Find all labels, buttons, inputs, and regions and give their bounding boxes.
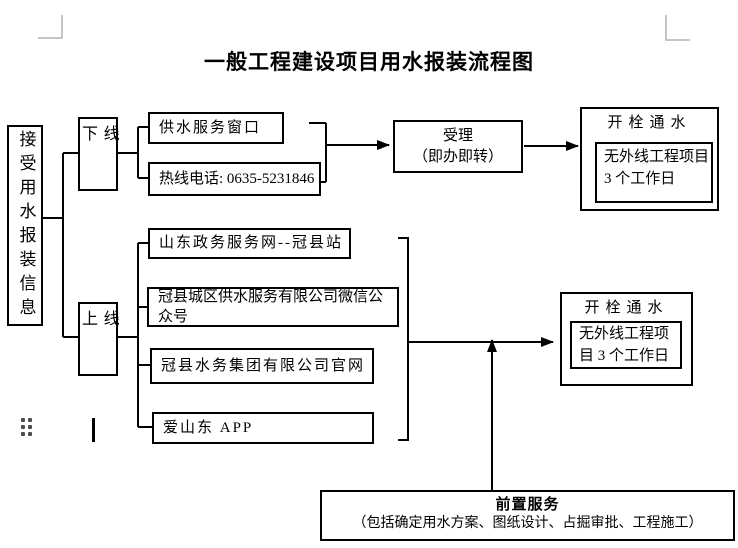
flow-box-label: 热线电话: 0635-5231846 [159,170,315,187]
flow-box-label: 线下 [79,125,118,171]
flow-box-label: 山东政务服务网--冠县站 [159,235,343,252]
flow-box-accept[interactable]: 受理 （即办即转） [393,120,523,173]
flow-box-label: 冠县城区供水服务有限公司微信公众号 [158,288,384,325]
page-title: 一般工程建设项目用水报装流程图 [204,50,534,74]
bracket-online-merge [398,237,409,441]
accept-line2: （即办即转） [412,148,503,165]
flow-box-hotline-phone[interactable]: 热线电话: 0635-5231846 [148,162,321,196]
drag-handle-dot [28,432,32,436]
flow-box-label: 供水服务窗口 [159,119,262,136]
result-detail-line1: 无外线工程项 [579,326,670,342]
flow-box-label: 线上 [79,310,118,356]
flow-box-online-wechat-account[interactable]: 冠县城区供水服务有限公司微信公众号 [147,287,399,327]
drag-handle-dot [28,418,32,422]
flow-box-label: 接受用水报装信息 [16,129,36,322]
result-title: 开栓通水 [584,300,669,316]
result-detail-line2: 目 3 个工作日 [579,347,670,364]
flow-box-service-window[interactable]: 供水服务窗口 [148,112,284,144]
result-detail-line1: 无外线工程项目 [604,149,710,165]
text-cursor [92,418,95,442]
page-margin-crop-mark-top-left [38,15,63,39]
drag-handle-dot [21,418,25,422]
flow-box-online-official-website[interactable]: 冠县水务集团有限公司官网 [150,348,374,384]
flow-box-label: 爱山东 APP [163,419,254,436]
connector-offline-split [118,126,148,179]
connector-online-split [118,242,152,428]
object-drag-handle-icon[interactable] [21,418,33,440]
page-margin-crop-mark-top-right [665,15,690,41]
drag-handle-dot [28,425,32,429]
flow-box-result-online[interactable]: 开栓通水 无外线工程项 目 3 个工作日 [560,292,693,386]
flow-box-result-offline[interactable]: 开栓通水 无外线工程项目 3 个工作日 [580,107,719,211]
connector-source-to-channels [42,152,78,338]
front-service-title: 前置服务 [495,497,560,513]
flow-box-label: 冠县水务集团有限公司官网 [161,357,366,374]
flow-box-front-service[interactable]: 前置服务 （包括确定用水方案、图纸设计、占掘审批、工程施工） [320,490,735,541]
flow-box-online-app[interactable]: 爱山东 APP [152,412,374,444]
front-service-subtitle: （包括确定用水方案、图纸设计、占掘审批、工程施工） [352,516,703,532]
flow-box-online-gov-portal[interactable]: 山东政务服务网--冠县站 [148,228,351,259]
flow-box-receive-application-info[interactable]: 接受用水报装信息 [7,125,43,326]
result-title: 开栓通水 [607,115,692,131]
drag-handle-dot [21,425,25,429]
result-detail-line2: 3 个工作日 [604,170,676,187]
flow-box-channel-offline[interactable]: 线下 [78,117,118,191]
accept-line1: 受理 [442,128,473,145]
result-detail-box[interactable]: 无外线工程项目 3 个工作日 [595,142,713,203]
drag-handle-dot [21,432,25,436]
result-detail-box[interactable]: 无外线工程项 目 3 个工作日 [570,321,682,369]
flow-box-channel-online[interactable]: 线上 [78,302,118,376]
